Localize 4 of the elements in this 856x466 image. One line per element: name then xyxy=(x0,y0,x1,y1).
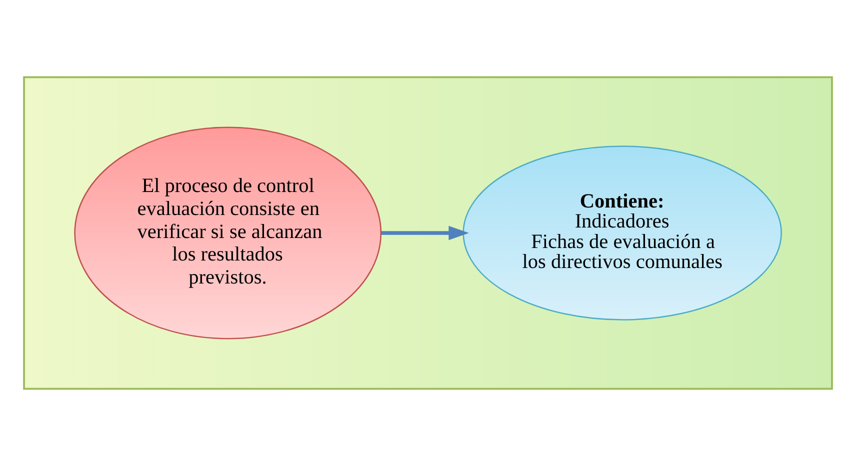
node-ellipse: Contiene: Indicadores Fichas de evaluación a los directivos comunales xyxy=(462,146,782,320)
cluster xyxy=(23,76,833,390)
node-ellipse: El proceso de control evaluación consiste en verificar si se alcanzan los resultados previstos. xyxy=(74,126,382,340)
arrow xyxy=(381,226,469,240)
